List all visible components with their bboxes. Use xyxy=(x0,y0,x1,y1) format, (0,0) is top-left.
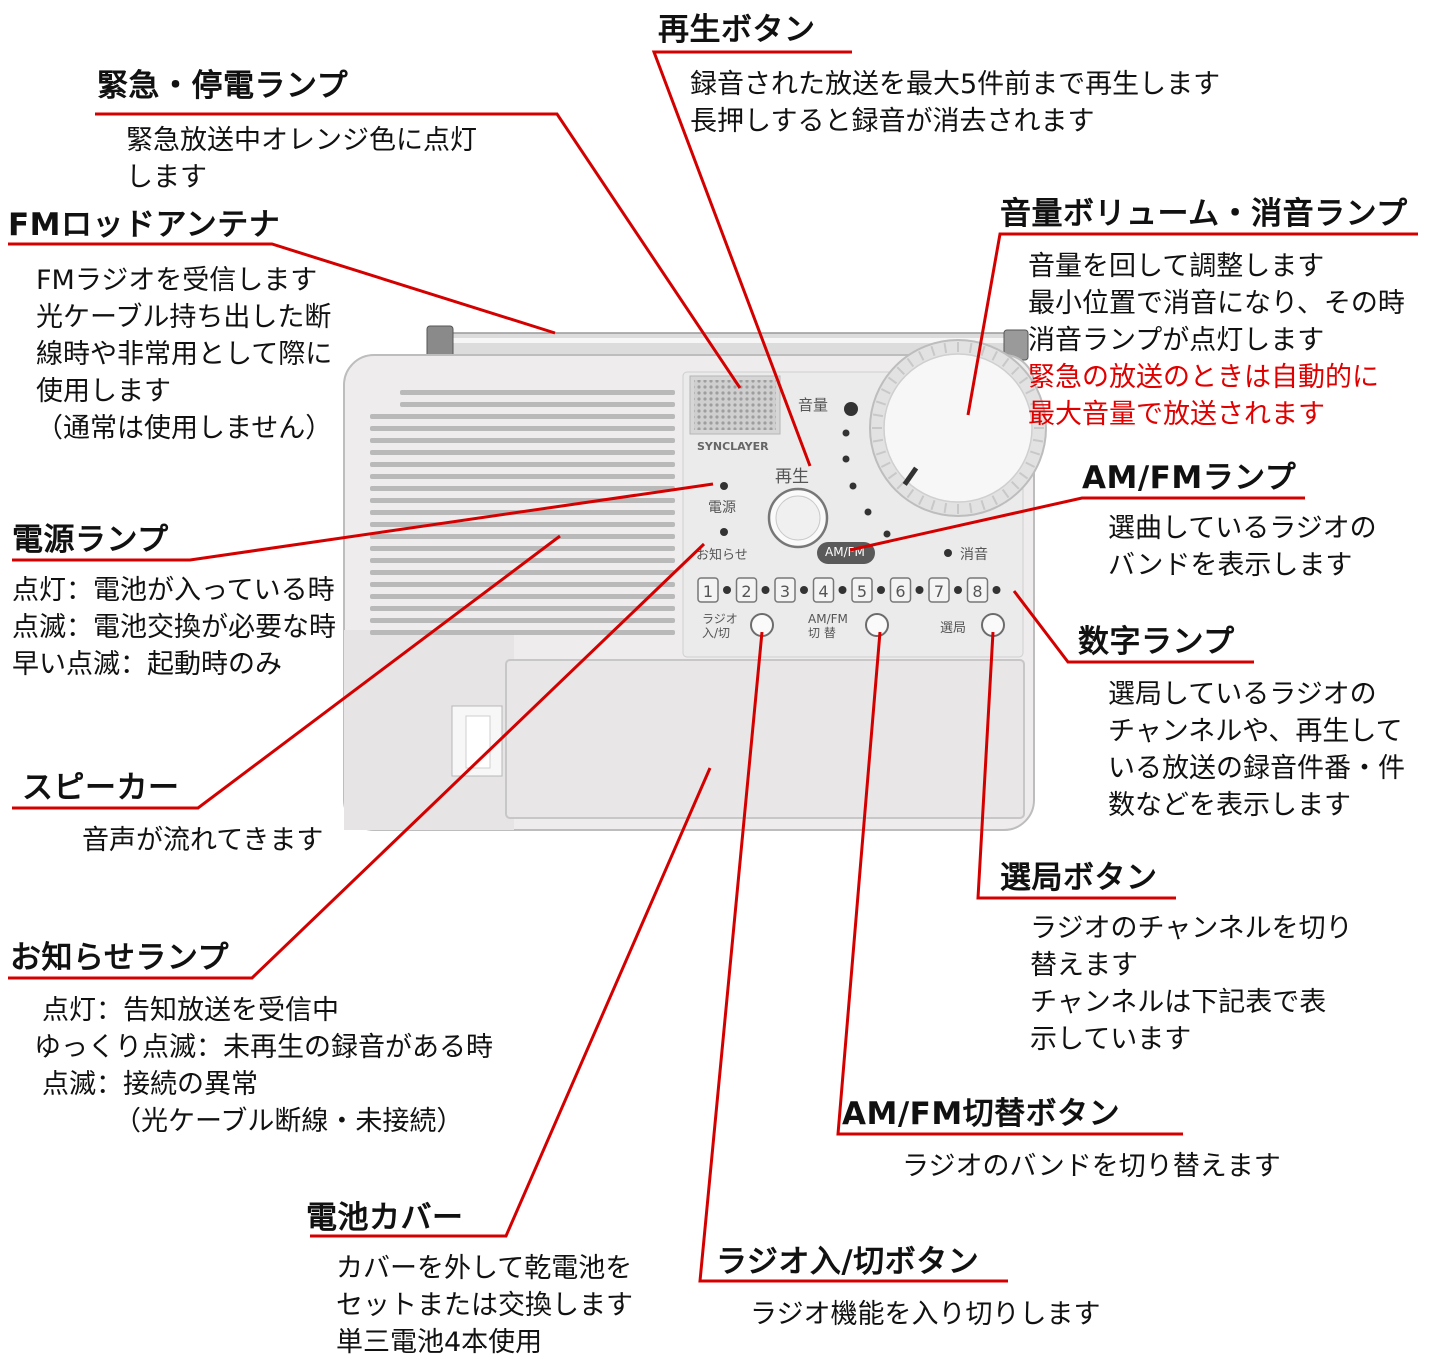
panel-play-label: 再生 xyxy=(775,467,809,487)
leader-amfm-lamp xyxy=(849,496,1305,552)
speaker-grille xyxy=(370,390,675,635)
fm-rod-antenna xyxy=(426,325,1029,363)
leader-amfm-switch xyxy=(836,631,1183,1136)
amfm-switch-button[interactable] xyxy=(865,613,889,637)
number-lamps: 1 2 3 4 5 6 7 8 xyxy=(697,577,1001,603)
number-label-8: 8 xyxy=(972,582,982,601)
title-number-lamp: 数字ランプ xyxy=(1078,624,1235,660)
title-radio-onoff-button: ラジオ入/切ボタン xyxy=(716,1244,980,1280)
brand-label: SYNCLAYER xyxy=(697,440,769,453)
panel-tuning-label: 選局 xyxy=(940,621,967,636)
desc-amfm-lamp: 選曲しているラジオの バンドを表示します xyxy=(1108,513,1377,581)
mute-lamp xyxy=(944,549,952,557)
title-tuning-button: 選局ボタン xyxy=(1000,860,1158,896)
number-label-4: 4 xyxy=(818,582,828,601)
desc-notice-lamp: 点灯：告知放送を受信中 ゆっくり点滅：未再生の録音がある時 点滅：接続の異常 （… xyxy=(34,995,493,1137)
number-label-7: 7 xyxy=(934,582,944,601)
number-label-3: 3 xyxy=(780,582,790,601)
leader-fm-antenna xyxy=(8,242,556,335)
number-lamp-3 xyxy=(800,586,808,594)
number-box-5 xyxy=(851,577,873,603)
number-box-4 xyxy=(812,577,835,603)
number-box-6 xyxy=(889,577,912,603)
number-box-1 xyxy=(697,577,719,603)
number-label-6: 6 xyxy=(895,582,905,601)
leader-notice-lamp xyxy=(8,542,706,980)
desc-emergency-lamp: 緊急放送中オレンジ色に点灯 します xyxy=(126,125,477,193)
battery-cover xyxy=(451,659,1025,819)
desc-power-lamp: 点灯：電池が入っている時 点滅：電池交換が必要な時 早い点滅：起動時のみ xyxy=(12,575,336,680)
panel-notice-label: お知らせ xyxy=(696,548,748,563)
number-lamp-4 xyxy=(838,586,847,594)
number-box-3 xyxy=(774,577,796,603)
number-lamp-8 xyxy=(992,586,1001,594)
title-amfm-switch-button: AM/FM切替ボタン xyxy=(842,1096,1121,1132)
number-box-7 xyxy=(928,577,950,603)
notice-lamp xyxy=(720,528,728,536)
title-battery-cover: 電池カバー xyxy=(306,1200,464,1236)
leader-battery-cover xyxy=(310,767,712,1238)
title-amfm-lamp: AM/FMランプ xyxy=(1082,460,1297,496)
desc-speaker: 音声が流れてきます xyxy=(82,825,324,856)
number-box-2 xyxy=(735,577,758,603)
volume-lamp xyxy=(844,402,858,416)
panel-power-label: 電源 xyxy=(708,500,736,516)
power-lamp xyxy=(720,482,728,490)
leader-tuning-button xyxy=(976,631,1176,900)
desc-radio-onoff-button: ラジオ機能を入り切りします xyxy=(750,1299,1101,1330)
title-notice-lamp: お知らせランプ xyxy=(10,940,229,976)
title-power-lamp: 電源ランプ xyxy=(12,522,169,558)
panel-amfm-switch-label: AM/FM 切 替 xyxy=(808,612,848,640)
play-button[interactable] xyxy=(767,487,829,549)
desc-play-button: 録音された放送を最大5件前まで再生します 長押しすると録音が消去されます xyxy=(690,69,1221,137)
volume-knob[interactable] xyxy=(869,339,1047,517)
number-label-5: 5 xyxy=(857,582,867,601)
number-lamp-7 xyxy=(954,586,962,594)
desc-volume-mute: 音量を回して調整します 最小位置で消音になり、その時 消音ランプが点灯します 緊… xyxy=(1028,251,1405,430)
number-lamp-5 xyxy=(877,586,885,594)
leader-power-lamp xyxy=(12,482,714,562)
title-speaker: スピーカー xyxy=(22,770,180,806)
title-volume-mute: 音量ボリューム・消音ランプ xyxy=(1000,196,1408,232)
number-lamp-1 xyxy=(723,586,731,594)
desc-number-lamp: 選局しているラジオの チャンネルや、再生して いる放送の録音件番・件 数などを表… xyxy=(1108,679,1405,821)
leader-speaker xyxy=(12,534,561,810)
desc-tuning-button: ラジオのチャンネルを切り 替えます チャンネルは下記表で表 示しています xyxy=(1030,913,1353,1055)
number-label-2: 2 xyxy=(741,582,751,601)
panel-volume-label: 音量 xyxy=(798,396,829,414)
desc-battery-cover: カバーを外して乾電池を セットまたは交換します 単三電池4本使用 xyxy=(336,1253,633,1358)
desc-amfm-switch-button: ラジオのバンドを切り替えます xyxy=(902,1151,1281,1182)
leader-play-button xyxy=(651,50,852,467)
leader-volume xyxy=(966,232,1418,416)
desc-fm-antenna: FMラジオを受信します 光ケーブル持ち出した断 線時や非常用として際に 使用しま… xyxy=(36,265,333,444)
leader-number-lamp xyxy=(1012,590,1254,664)
leader-radio-onoff xyxy=(698,631,1008,1283)
title-emergency-lamp: 緊急・停電ランプ xyxy=(97,68,349,104)
panel-radio-onoff-label: ラジオ 入/切 xyxy=(702,612,738,640)
number-label-1: 1 xyxy=(703,582,713,601)
leader-emergency-lamp xyxy=(95,112,742,389)
number-lamp-2 xyxy=(761,586,770,594)
number-box-8 xyxy=(966,577,989,603)
number-lamp-6 xyxy=(915,586,924,594)
title-fm-antenna: FMロッドアンテナ xyxy=(8,207,281,243)
panel-mute-label: 消音 xyxy=(960,547,988,563)
title-play-button: 再生ボタン xyxy=(658,12,816,48)
